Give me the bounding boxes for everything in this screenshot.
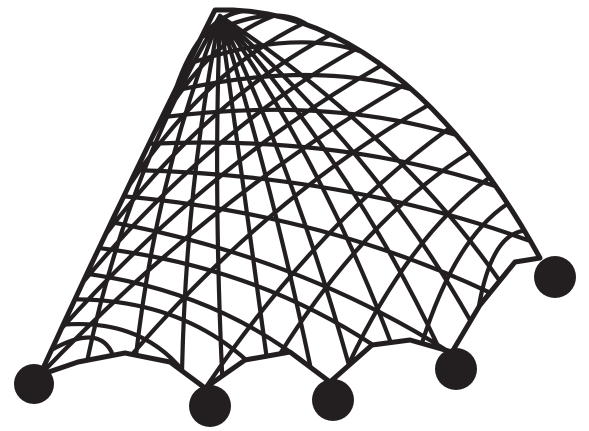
net-strand (220, 16, 391, 343)
sinker-weight (189, 385, 231, 427)
net-weights (14, 256, 576, 427)
sinker-weight (312, 379, 354, 421)
net-strand (220, 16, 349, 365)
net-mesh (40, 11, 531, 387)
net-strand (217, 16, 222, 376)
sinker-weight (435, 348, 477, 390)
sinker-weight (534, 256, 576, 298)
net-strand (111, 222, 447, 350)
sinker-weight (14, 364, 54, 404)
